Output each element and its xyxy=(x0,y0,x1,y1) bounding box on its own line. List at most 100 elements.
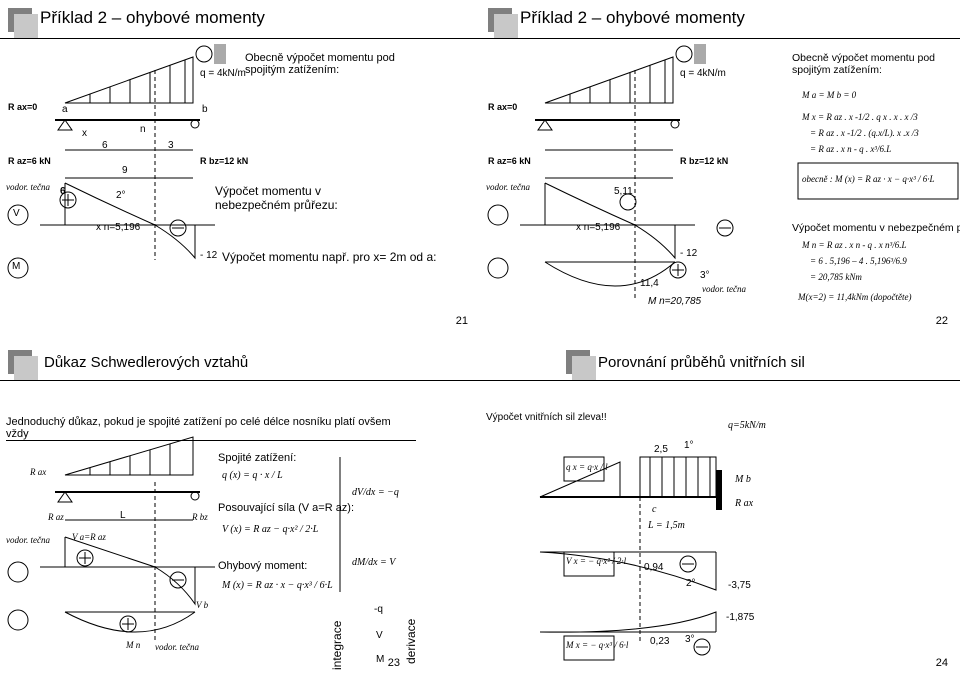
label-Vb: V b xyxy=(196,600,209,610)
slide-title: Porovnání průběhů vnitřních sil xyxy=(598,354,805,371)
xn-label: x n=5,196 xyxy=(96,222,141,233)
col-M: M xyxy=(376,654,385,665)
deg-3: 3° xyxy=(700,270,710,281)
deg-1: 1° xyxy=(684,440,694,451)
val-375: -3,75 xyxy=(728,580,751,591)
val-25: 2,5 xyxy=(654,444,668,455)
title-rule xyxy=(0,38,480,39)
eq-4: = R az . x n - q . x³/6.L xyxy=(810,144,892,154)
val-1875: -1,875 xyxy=(726,612,755,623)
label-Rax: R ax xyxy=(30,467,47,477)
title-decoration xyxy=(572,356,596,380)
reaction-ax: R ax=0 xyxy=(8,102,38,112)
reaction-az: R az=6 kN xyxy=(488,156,531,166)
integrace-label: integrace xyxy=(330,620,344,670)
eq-7: = 20,785 kNm xyxy=(810,272,862,282)
tangent-label: vodor. tečna xyxy=(6,535,50,545)
reaction-ax: R ax=0 xyxy=(488,102,518,112)
slide-23: Důkaz Schwedlerových vztahů Jednoduchý d… xyxy=(0,342,480,683)
formula-qx: q x = q·x / l xyxy=(566,462,608,472)
label-n: n xyxy=(140,124,146,135)
beam-diagram xyxy=(487,44,959,300)
slide-21: Příklad 2 – ohybové momenty xyxy=(0,0,480,341)
deg-2: 2° xyxy=(116,190,126,201)
reaction-az: R az=6 kN xyxy=(8,156,51,166)
load-label: q = 4kN/m xyxy=(200,68,246,79)
title-decoration xyxy=(14,14,38,38)
dV-dx: dV/dx = −q xyxy=(352,487,399,498)
tangent-label: vodor. tečna xyxy=(6,182,50,192)
slide-title: Důkaz Schwedlerových vztahů xyxy=(44,354,249,371)
title-rule xyxy=(0,380,480,381)
reaction-bz: R bz=12 kN xyxy=(200,156,249,166)
page-number: 23 xyxy=(387,657,400,669)
slide-title: Příklad 2 – ohybové momenty xyxy=(520,8,745,27)
label-M: M xyxy=(12,261,21,272)
label-a: a xyxy=(62,104,68,115)
eq-2: M x = R az . x -1/2 . q x . x . x /3 xyxy=(802,112,918,122)
label-Rbz: R bz xyxy=(192,512,208,522)
tangent-label-2: vodor. tečna xyxy=(155,642,199,652)
text-dangerous: Výpočet momentu v nebezpečném průřezu: xyxy=(792,222,960,234)
m-neg: - 12 xyxy=(680,248,698,259)
deg-2: 2° xyxy=(686,578,696,589)
m-neg: - 12 xyxy=(200,250,218,261)
xn-label: x n=5,196 xyxy=(576,222,621,233)
val-511: 5,11 xyxy=(614,186,633,197)
tangent-label: vodor. tečna xyxy=(486,182,530,192)
label-b: b xyxy=(202,104,208,115)
intro-text: Jednoduchý důkaz, pokud je spojité zatíž… xyxy=(6,416,416,441)
page-number: 21 xyxy=(455,315,468,327)
slide-title: Příklad 2 – ohybové momenty xyxy=(40,8,265,27)
heading-moment: Ohybový moment: xyxy=(218,560,308,572)
label-L: L xyxy=(120,510,126,521)
label-c: c xyxy=(652,504,657,515)
dim-6: 6 xyxy=(102,140,108,151)
page-number: 22 xyxy=(935,315,948,327)
comparison-diagram xyxy=(539,456,722,661)
label-x: x xyxy=(82,128,87,139)
text-general: Obecně výpočet momentu pod spojitým zatí… xyxy=(792,52,936,76)
label-Raz: R az xyxy=(48,512,64,522)
slide-24: Porovnání průběhů vnitřních sil Výpočet … xyxy=(480,342,960,683)
title-rule xyxy=(480,38,960,39)
eq-5: M n = R az . x n - q . x n³/6.L xyxy=(802,240,907,250)
eq-8: M(x=2) = 11,4kNm (dopočtěte) xyxy=(798,292,912,302)
tangent-label-2: vodor. tečna xyxy=(702,284,746,294)
page-number: 24 xyxy=(935,657,948,669)
dim-9: 9 xyxy=(122,165,128,176)
derivace-label: derivace xyxy=(404,618,418,664)
q-label: q=5kN/m xyxy=(728,420,766,431)
dim-3: 3 xyxy=(168,140,174,151)
mn-label: M n=20,785 xyxy=(648,296,702,307)
beam-diagram xyxy=(7,436,341,642)
formula-shear: V (x) = R az − q·x² / 2·L xyxy=(222,524,319,535)
subtitle: Výpočet vnitřních sil zleva!! xyxy=(486,412,607,423)
title-decoration xyxy=(14,356,38,380)
formula-load: q (x) = q · x / L xyxy=(222,470,283,481)
title-decoration xyxy=(494,14,518,38)
formula-moment: M (x) = R az · x − q·x³ / 6·L xyxy=(222,580,333,591)
reaction-bz: R bz=12 kN xyxy=(680,156,729,166)
formula-vx: V x = − q·x² / 2·l xyxy=(566,556,627,566)
text-dangerous: Výpočet momentu v nebezpečném průřezu: xyxy=(215,184,338,212)
formula-mx: M x = − q·x³ / 6·l xyxy=(566,640,629,650)
label-six: 6 xyxy=(60,186,66,197)
eq-general: obecně : M (x) = R az · x − q·x³ / 6·L xyxy=(802,174,935,184)
title-rule xyxy=(480,380,960,381)
heading-load: Spojité zatížení: xyxy=(218,452,297,464)
col-V: V xyxy=(376,630,383,641)
load-label: q = 4kN/m xyxy=(680,68,726,79)
label-Mb: M b xyxy=(735,474,751,485)
text-general: Obecně výpočet momentu pod spojitým zatí… xyxy=(245,52,395,76)
val-023: 0,23 xyxy=(650,636,670,647)
label-Mn: M n xyxy=(126,640,141,650)
slide-22: Příklad 2 – ohybové momenty q = 4kN/m R xyxy=(480,0,960,341)
val-114: 11,4 xyxy=(640,278,659,289)
deg-3: 3° xyxy=(685,634,695,645)
text-example: Výpočet momentu např. pro x= 2m od a: xyxy=(222,250,437,264)
eq-1: M a = M b = 0 xyxy=(802,90,857,100)
label-V: V xyxy=(13,208,20,219)
label-L: L = 1,5m xyxy=(648,520,685,531)
eq-3: = R az . x -1/2 . (q.x/L). x .x /3 xyxy=(810,128,919,138)
